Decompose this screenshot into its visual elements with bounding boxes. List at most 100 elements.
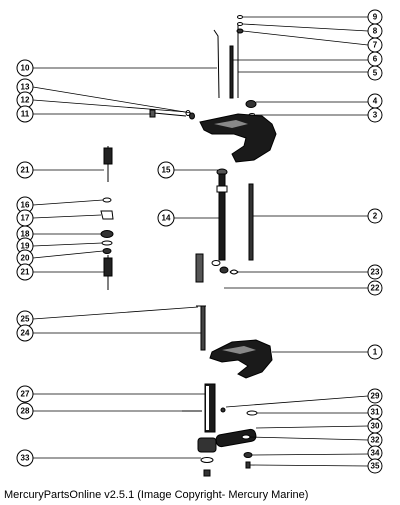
part-bushing-33 — [197, 437, 217, 453]
part-tie-rod-6 — [229, 45, 234, 99]
svg-text:9: 9 — [373, 13, 378, 22]
exploded-parts-diagram: 9 8 7 10 6 5 13 12 4 11 3 21 15 16 17 14… — [16, 9, 383, 477]
callout-28[interactable]: 28 — [16, 402, 34, 420]
svg-text:21: 21 — [21, 268, 30, 277]
part-spring-23 — [229, 269, 239, 275]
part-lower-bracket — [209, 339, 273, 379]
part-washer-9 — [237, 15, 243, 19]
part-bar-2 — [248, 183, 254, 261]
part-stud-21-bottom-thread — [103, 257, 113, 277]
svg-text:18: 18 — [21, 230, 30, 239]
svg-text:10: 10 — [21, 64, 30, 73]
callout-34[interactable]: 34 — [367, 445, 383, 461]
callout-23[interactable]: 23 — [367, 264, 383, 280]
svg-text:11: 11 — [21, 110, 30, 119]
part-washer-22 — [211, 260, 221, 266]
svg-text:24: 24 — [21, 329, 30, 338]
callout-3[interactable]: 3 — [367, 107, 383, 123]
svg-text:25: 25 — [21, 315, 30, 324]
part-bracket-22 — [195, 253, 204, 283]
svg-text:4: 4 — [373, 97, 378, 106]
callout-7[interactable]: 7 — [367, 37, 383, 53]
svg-text:8: 8 — [373, 27, 378, 36]
leader-lines — [32, 16, 369, 467]
svg-text:27: 27 — [21, 390, 30, 399]
callout-6[interactable]: 6 — [367, 51, 383, 67]
callout-4[interactable]: 4 — [367, 93, 383, 109]
svg-text:34: 34 — [371, 449, 380, 458]
callout-8[interactable]: 8 — [367, 23, 383, 39]
svg-text:21: 21 — [21, 166, 30, 175]
callout-9[interactable]: 9 — [367, 9, 383, 25]
svg-text:1: 1 — [373, 348, 378, 357]
part-bolt-11 — [153, 112, 187, 117]
part-stud-21-top-thread — [103, 147, 113, 165]
svg-text:23: 23 — [371, 268, 380, 277]
svg-text:33: 33 — [21, 454, 30, 463]
svg-text:19: 19 — [21, 242, 30, 251]
part-shaft-14-cap — [216, 185, 228, 193]
part-washer-33b — [200, 457, 214, 463]
part-rod-24 — [200, 305, 206, 351]
callout-21-top[interactable]: 21 — [16, 161, 34, 179]
callout-30[interactable]: 30 — [367, 418, 383, 434]
svg-text:31: 31 — [371, 408, 380, 417]
callouts: 9 8 7 10 6 5 13 12 4 11 3 21 15 16 17 14… — [16, 9, 383, 474]
svg-text:35: 35 — [371, 462, 380, 471]
svg-text:28: 28 — [21, 407, 30, 416]
part-nut-20 — [102, 248, 112, 254]
svg-text:22: 22 — [371, 284, 380, 293]
part-bushing-4 — [245, 100, 257, 108]
part-bolt-11-head — [149, 109, 156, 118]
svg-text:7: 7 — [373, 41, 378, 50]
callout-22[interactable]: 22 — [367, 280, 383, 296]
svg-text:12: 12 — [21, 96, 30, 105]
part-washer-19 — [101, 240, 113, 246]
callout-32[interactable]: 32 — [367, 432, 383, 448]
callout-33[interactable]: 33 — [16, 449, 34, 467]
callout-2[interactable]: 2 — [367, 208, 383, 224]
svg-text:30: 30 — [371, 422, 380, 431]
callout-11[interactable]: 11 — [16, 105, 34, 123]
callout-14[interactable]: 14 — [157, 209, 175, 227]
part-clip-17 — [100, 210, 114, 220]
callout-5[interactable]: 5 — [367, 65, 383, 81]
callout-20[interactable]: 20 — [16, 249, 34, 267]
svg-text:16: 16 — [21, 201, 30, 210]
part-rod-10 — [213, 29, 220, 99]
part-washer-31 — [246, 410, 258, 416]
svg-text:29: 29 — [371, 392, 380, 401]
part-upper-bracket — [199, 113, 277, 163]
svg-text:3: 3 — [373, 111, 378, 120]
callout-29[interactable]: 29 — [367, 388, 383, 404]
callout-35[interactable]: 35 — [367, 458, 383, 474]
part-nut-22 — [219, 266, 229, 274]
part-sleeve-27 — [204, 383, 216, 433]
callout-10[interactable]: 10 — [16, 59, 34, 77]
part-washer-16 — [102, 197, 112, 203]
part-sleeve-27-face — [206, 386, 209, 430]
callout-31[interactable]: 31 — [367, 404, 383, 420]
callout-17[interactable]: 17 — [16, 209, 34, 227]
svg-text:14: 14 — [162, 214, 171, 223]
svg-text:20: 20 — [21, 254, 30, 263]
part-grommet-18 — [100, 230, 114, 238]
part-nut-13 — [189, 112, 195, 120]
svg-text:5: 5 — [373, 69, 378, 78]
part-lower-bracket-highlight — [222, 346, 256, 354]
parts-drawing — [100, 15, 277, 477]
callout-24[interactable]: 24 — [16, 324, 34, 342]
part-screw-35 — [245, 461, 251, 469]
part-shaft-14 — [218, 173, 226, 261]
svg-text:6: 6 — [373, 55, 378, 64]
part-spring-30 — [215, 428, 257, 448]
callout-18[interactable]: 18 — [16, 225, 34, 243]
part-ball-29 — [220, 407, 226, 413]
callout-27[interactable]: 27 — [16, 385, 34, 403]
svg-text:32: 32 — [371, 436, 380, 445]
callout-15[interactable]: 15 — [157, 161, 175, 179]
callout-1[interactable]: 1 — [367, 344, 383, 360]
copyright-caption: MercuryPartsOnline v2.5.1 (Image Copyrig… — [4, 489, 309, 501]
part-nut-34 — [243, 452, 253, 458]
callout-21-bottom[interactable]: 21 — [16, 263, 34, 281]
